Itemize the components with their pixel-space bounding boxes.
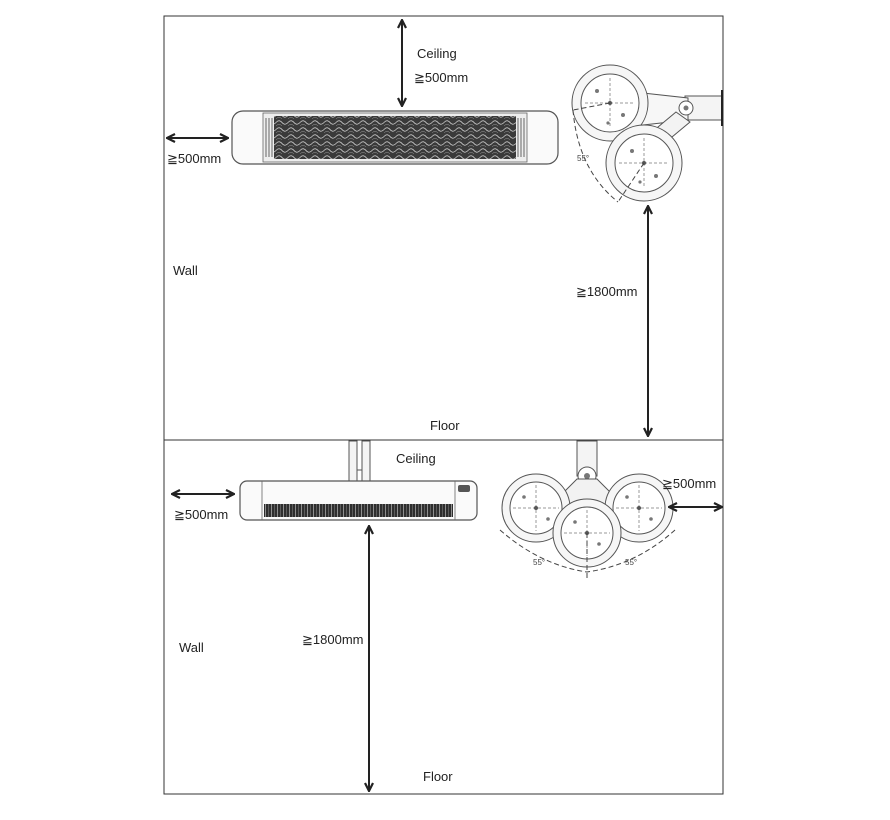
wall-clearance-label: ≧500mm [167, 151, 222, 166]
wall-label-lower: Wall [179, 640, 204, 655]
tilt-angle-right-label: 55° [625, 558, 638, 567]
ceiling-label-lower: Ceiling [396, 451, 436, 466]
diagram-frame [163, 15, 724, 795]
floor-label: Floor [430, 418, 460, 433]
floor-clearance-label: ≧1800mm [576, 284, 638, 299]
ceiling-mounted-heater-front [239, 440, 478, 521]
tilt-angle-label: 55° [577, 154, 590, 163]
wall-clearance-label-lower: ≧500mm [174, 507, 229, 522]
wall-label: Wall [173, 263, 198, 278]
wall-mounted-heater-front [231, 110, 559, 165]
ceiling-mounted-heater-side-view [499, 440, 676, 578]
wall-mounted-heater-side-view [571, 64, 723, 203]
ceiling-label: Ceiling [417, 46, 457, 61]
tilt-angle-left-label: 55° [533, 558, 546, 567]
ceiling-clearance-label: ≧500mm [414, 70, 469, 85]
side-clearance-label: ≧500mm [662, 476, 717, 491]
floor-clearance-label-lower: ≧1800mm [302, 632, 364, 647]
floor-label-lower: Floor [423, 769, 453, 784]
